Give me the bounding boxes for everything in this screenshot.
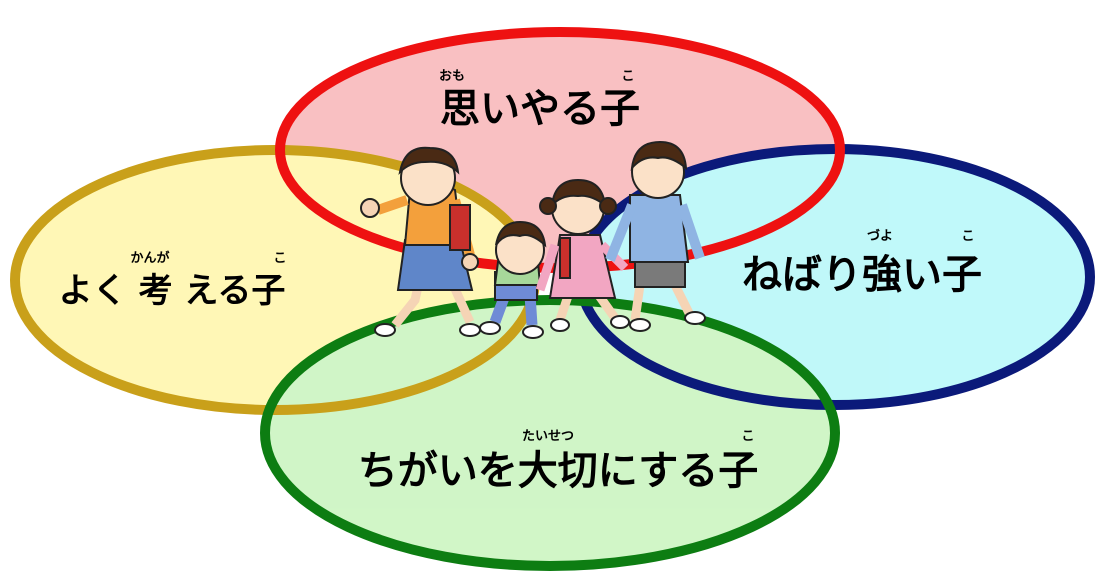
girl-pink-figure <box>535 178 630 332</box>
label-chigai-taisetsu: たいせつ こ ちがいを大切にする子 <box>358 429 758 494</box>
label-nebarizuyoi: づよ こ ねばり強い子 <box>742 228 982 298</box>
ruby-kangaeru-2: こ <box>273 251 286 266</box>
label-nebarizuyoi-text: ねばり強い子 <box>742 252 982 298</box>
ruby-taisetsu-1: たいせつ <box>522 429 574 444</box>
ruby-taisetsu-2: こ <box>741 429 754 444</box>
girl-orange-figure <box>360 146 481 337</box>
children-illustration <box>360 140 706 339</box>
circle-chigai-taisetsu-fill <box>265 300 835 566</box>
ruby-nebarizuyoi-1: づよ <box>867 228 893 244</box>
ruby-nebarizuyoi-2: こ <box>961 229 974 244</box>
ruby-omoiyaru-2: こ <box>621 69 634 84</box>
label-yoku-kangaeru: かんが こ よく 考 える子 <box>59 250 287 311</box>
ellipse-outlines <box>10 27 1095 571</box>
label-omoiyaru-text: 思いやる子 <box>440 86 640 132</box>
label-chigai-taisetsu-text: ちがいを大切にする子 <box>358 448 758 494</box>
ruby-kangaeru-1: かんが <box>130 250 169 266</box>
circle-chigai-taisetsu-outline <box>260 295 840 571</box>
label-yoku-kangaeru-text: よく 考 える子 <box>59 271 286 311</box>
boy-blue-figure <box>605 140 706 332</box>
label-omoiyaru: おも こ 思いやる子 <box>439 69 640 132</box>
ruby-omoiyaru-1: おも <box>439 69 465 84</box>
